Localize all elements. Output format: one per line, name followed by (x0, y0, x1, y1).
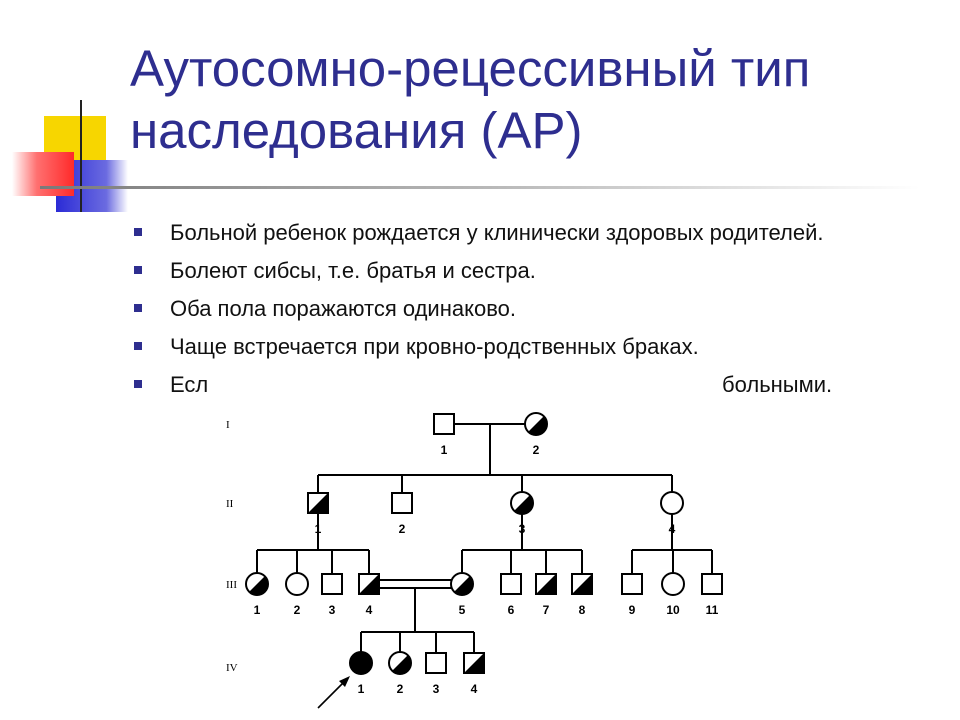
individual-IV-3 (425, 652, 447, 674)
male-square-icon (358, 573, 380, 595)
individual-I-1 (433, 413, 455, 435)
male-square-icon (425, 652, 447, 674)
bullet-item: Чаще встречается при кровно-родственных … (130, 332, 890, 362)
bullet-item: Болеют сибсы, т.е. братья и сестра. (130, 256, 890, 286)
individual-III-2 (285, 572, 309, 596)
individual-number-III-4: 4 (366, 603, 373, 617)
male-square-icon (463, 652, 485, 674)
individual-number-III-1: 1 (254, 603, 261, 617)
individual-number-III-3: 3 (329, 603, 336, 617)
proband-arrow (317, 676, 350, 709)
bullet-text: Чаще встречается при кровно-родственных … (170, 334, 699, 359)
individual-number-II-2: 2 (399, 522, 406, 536)
bullet-square-icon (134, 228, 142, 236)
individual-number-III-10: 10 (666, 603, 680, 617)
female-circle-icon (285, 572, 309, 596)
individual-IV-1 (349, 651, 373, 675)
title-underline (40, 186, 920, 189)
individual-III-5 (450, 572, 474, 596)
female-circle-icon (388, 651, 412, 675)
female-circle-icon (450, 572, 474, 596)
bullet-square-icon (134, 380, 142, 388)
individual-number-IV-3: 3 (433, 682, 440, 696)
bullet-text: Больной ребенок рождается у клинически з… (170, 220, 824, 245)
individual-III-1 (245, 572, 269, 596)
female-circle-icon (245, 572, 269, 596)
individual-number-III-11: 11 (706, 603, 719, 617)
slide-title-line-1: Аутосомно-рецессивный тип (130, 40, 811, 97)
individual-III-4 (358, 573, 380, 595)
individual-IV-2 (388, 651, 412, 675)
bullet-square-icon (134, 304, 142, 312)
bullet-text: Есл (170, 372, 209, 397)
generation-label-II: II (226, 498, 234, 510)
individual-III-11 (701, 573, 723, 595)
female-circle-icon (661, 572, 685, 596)
individual-number-I-1: 1 (441, 443, 448, 457)
male-square-icon (307, 492, 329, 514)
female-circle-icon (510, 491, 534, 515)
bullet-list: Больной ребенок рождается у клинически з… (130, 218, 890, 408)
male-square-icon (621, 573, 643, 595)
individual-III-7 (535, 573, 557, 595)
generation-label-I: I (226, 419, 230, 431)
individual-number-II-3: 3 (519, 522, 526, 536)
bullet-square-icon (134, 266, 142, 274)
individual-III-6 (500, 573, 522, 595)
male-square-icon (500, 573, 522, 595)
generation-label-IV: IV (226, 662, 238, 674)
individual-II-4 (660, 491, 684, 515)
bullet-item: Есл больными. (130, 370, 890, 400)
individual-number-III-6: 6 (508, 603, 515, 617)
individual-number-III-7: 7 (543, 603, 550, 617)
slide-title-line-2: наследования (АР) (130, 102, 583, 159)
female-circle-icon (349, 651, 373, 675)
individual-number-III-2: 2 (294, 603, 301, 617)
individual-number-II-1: 1 (315, 522, 322, 536)
bullet-text-tail: больными. (722, 372, 833, 397)
slide-title: Аутосомно-рецессивный тип наследования (… (130, 38, 930, 162)
individual-number-I-2: 2 (533, 443, 540, 457)
individual-number-IV-2: 2 (397, 682, 404, 696)
bullet-text: Оба пола поражаются одинаково. (170, 296, 517, 321)
pedigree-individuals (245, 412, 723, 675)
individual-II-1 (307, 492, 329, 514)
generation-label-III: III (226, 579, 237, 591)
individual-III-9 (621, 573, 643, 595)
male-square-icon (391, 492, 413, 514)
female-circle-icon (524, 412, 548, 436)
male-square-icon (701, 573, 723, 595)
individual-I-2 (524, 412, 548, 436)
deco-vertical-line (80, 100, 82, 212)
pedigree-lines (256, 423, 713, 653)
female-circle-icon (660, 491, 684, 515)
male-square-icon (535, 573, 557, 595)
individual-III-10 (661, 572, 685, 596)
individual-number-II-4: 4 (669, 522, 676, 536)
male-square-icon (571, 573, 593, 595)
individual-II-3 (510, 491, 534, 515)
individual-number-IV-4: 4 (471, 682, 478, 696)
male-square-icon (321, 573, 343, 595)
individual-number-III-5: 5 (459, 603, 466, 617)
individual-III-3 (321, 573, 343, 595)
bullet-item: Больной ребенок рождается у клинически з… (130, 218, 890, 248)
bullet-item: Оба пола поражаются одинаково. (130, 294, 890, 324)
individual-II-2 (391, 492, 413, 514)
bullet-text: Болеют сибсы, т.е. братья и сестра. (170, 258, 536, 283)
individual-number-IV-1: 1 (358, 682, 365, 696)
male-square-icon (433, 413, 455, 435)
individual-III-8 (571, 573, 593, 595)
individual-IV-4 (463, 652, 485, 674)
individual-number-III-8: 8 (579, 603, 586, 617)
individual-number-III-9: 9 (629, 603, 636, 617)
bullet-square-icon (134, 342, 142, 350)
